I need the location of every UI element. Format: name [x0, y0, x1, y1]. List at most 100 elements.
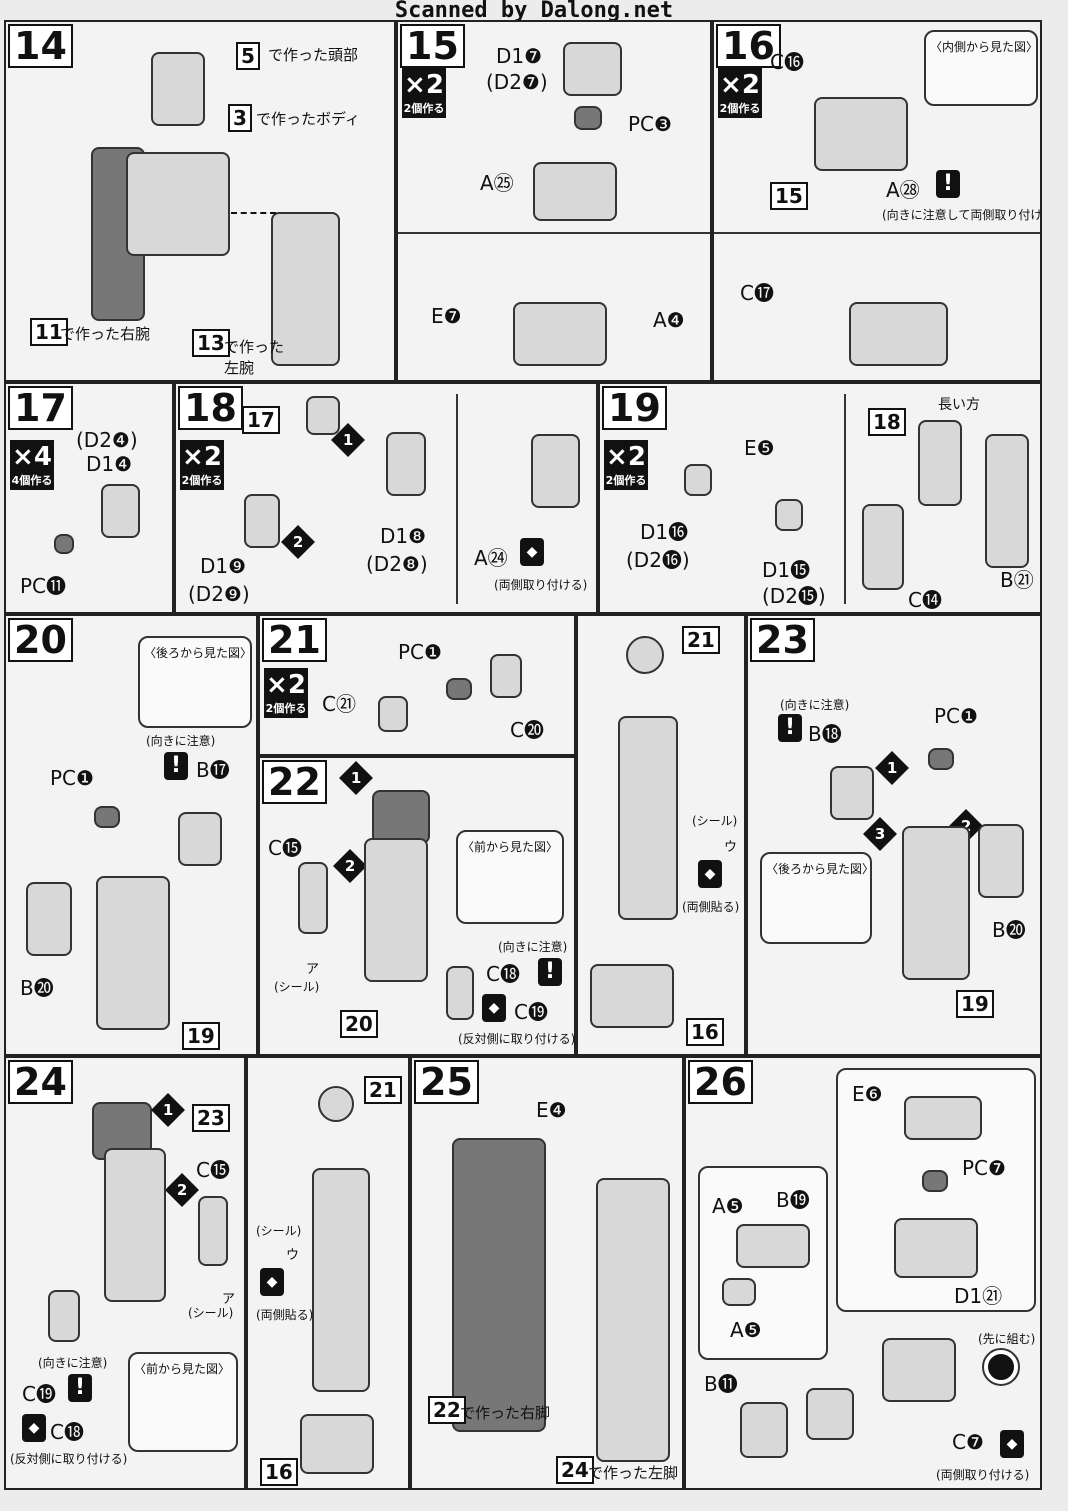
step-24-panel: 24 1 23 C⓯ 2 ア (シール) (向きに注意) C⓳ ! 〈前から見た…: [4, 1056, 246, 1490]
part-shape: [178, 812, 222, 866]
step-22-leg-panel: 21 (シール) ウ ◆ (両側貼る) 16: [576, 614, 746, 1056]
part-b-17: B⓱: [196, 758, 230, 782]
ref-3: 3: [228, 104, 252, 132]
part-c-18: C⓲: [50, 1420, 84, 1444]
body-part: [126, 152, 230, 256]
attach-note: (反対側に取り付ける): [458, 1032, 576, 1046]
part-shape: [918, 420, 962, 506]
caution-icon: !: [68, 1374, 92, 1402]
seal-label: (シール): [692, 814, 738, 828]
part-b-18: B⓲: [808, 722, 842, 746]
divider: [844, 394, 846, 604]
part-shape: [806, 1388, 854, 1440]
part-c-7: C❼: [952, 1430, 984, 1454]
step-23-panel: 23 (向きに注意) ! B⓲ PC❶ 1 2 3 〈後ろから見た図〉 B⓴ 1…: [746, 614, 1042, 1056]
assembly-shape: [814, 97, 908, 171]
ref-15: 15: [770, 182, 808, 210]
part-e-6: E❻: [852, 1082, 883, 1106]
part-shape: [904, 1096, 982, 1140]
divider: [456, 394, 458, 604]
left-arm-label-2: 左腕: [224, 359, 255, 377]
part-shape: [740, 1402, 788, 1458]
step-number: 20: [8, 618, 73, 662]
part-d1-4: D1❹: [86, 452, 133, 476]
part-shape: [533, 162, 617, 221]
both-sides-icon: ◆: [1000, 1430, 1024, 1458]
part-shape: [684, 464, 712, 496]
part-e-5: E❺: [744, 436, 775, 460]
step-22-panel: 22 1 C⓯ 2 (シール) ア 〈前から見た図〉 (向きに注意) C⓲ ! …: [258, 756, 576, 1056]
ref-17: 17: [242, 406, 280, 434]
ref-23: 23: [192, 1104, 230, 1132]
both-sides-icon: ◆: [520, 538, 544, 566]
part-shape: [894, 1218, 978, 1278]
assemble-first-label: (先に組む): [978, 1332, 1036, 1346]
part-shape: [198, 1196, 228, 1266]
part-shape: [386, 432, 426, 496]
part-b-20: B⓴: [20, 976, 54, 1000]
leg-part: [104, 1148, 166, 1302]
step-number: 19: [602, 386, 667, 430]
step-number: 25: [414, 1060, 479, 1104]
assembly-shape: [513, 302, 607, 366]
attach-note: (向きに注意して両側取り付ける): [882, 208, 1042, 222]
part-c-14: C⓮: [908, 588, 942, 612]
part-shape: [830, 766, 874, 820]
part-pc-1: PC❶: [934, 704, 978, 728]
part-d1-9: D1❾: [200, 554, 247, 578]
both-sides-icon: ◆: [698, 860, 722, 888]
part-shape: [298, 862, 328, 934]
part-d1-15: D1⓯: [762, 558, 811, 582]
foot-part: [590, 964, 674, 1028]
stick-note: (両側貼る): [256, 1308, 314, 1322]
front-view-callout: 〈前から見た図〉: [456, 830, 564, 924]
order-2: 2: [333, 849, 367, 883]
ref-21: 21: [682, 626, 720, 654]
caution-icon: !: [778, 714, 802, 742]
part-shape: [244, 494, 280, 548]
ref-22: 22: [428, 1396, 466, 1424]
part-shape: [446, 966, 474, 1020]
ref-19: 19: [182, 1022, 220, 1050]
leg-part: [902, 826, 970, 980]
caution-label: (向きに注意): [146, 734, 216, 748]
caution-icon: !: [936, 170, 960, 198]
part-d2-15: (D2⓯): [762, 584, 826, 608]
foot-part: [300, 1414, 374, 1474]
part-a-5-lower: A❺: [730, 1318, 762, 1342]
leg-part: [96, 876, 170, 1030]
caution-label: (向きに注意): [498, 940, 568, 954]
part-c-19: C⓳: [22, 1382, 56, 1406]
ref-21: 21: [364, 1076, 402, 1104]
leg-part: [618, 716, 678, 920]
part-shape: [775, 499, 803, 531]
step-number: 22: [262, 760, 327, 804]
back-view-label: 〈後ろから見た図〉: [766, 862, 875, 876]
part-c-20: C⓴: [510, 718, 544, 742]
ref-19: 19: [956, 990, 994, 1018]
ref-20: 20: [340, 1010, 378, 1038]
long-side-label: 長い方: [938, 397, 980, 413]
part-a-28: A㉘: [886, 178, 920, 202]
ref-18: 18: [868, 408, 906, 436]
step-number: 24: [8, 1060, 73, 1104]
part-a-24: A㉔: [474, 546, 508, 570]
pc-part: [446, 678, 472, 700]
part-shape: [531, 434, 580, 508]
part-e-7: E❼: [431, 304, 462, 328]
part-shape: [378, 696, 408, 732]
part-c-15: C⓯: [196, 1158, 230, 1182]
ref-16: 16: [260, 1458, 298, 1486]
step-number: 15: [400, 24, 465, 68]
part-shape: [48, 1290, 80, 1342]
attach-note: (両側取り付ける): [494, 578, 588, 592]
left-leg-part: [596, 1178, 670, 1462]
step-26-panel: 26 E❻ PC❼ D1㉑ A❺ B⓳ A❺ (先に組む) B⓫ C❼ ◆ (両…: [684, 1056, 1042, 1490]
stick-note: (両側貼る): [682, 900, 740, 914]
seal-label: (シール): [274, 980, 320, 994]
